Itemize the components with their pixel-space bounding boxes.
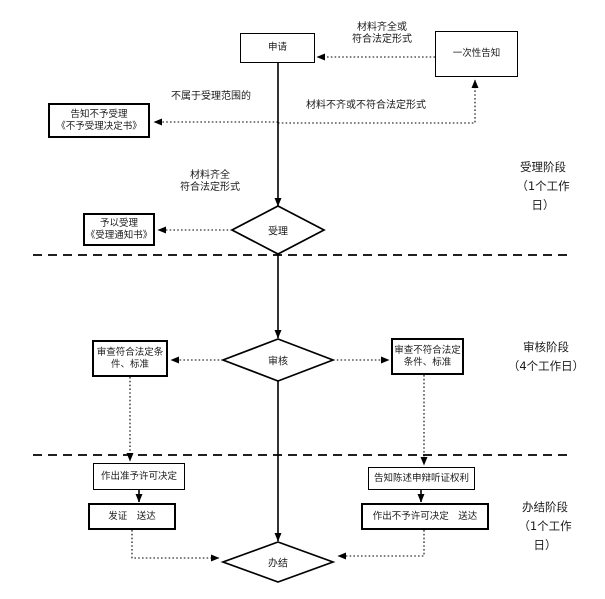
review-pass-line1: 审查符合法定条 [96, 346, 164, 358]
grant-decision-box: 作出准予许可决定 [93, 463, 185, 490]
review-pass-line2: 件、标准 [110, 358, 149, 370]
audit-diamond [220, 338, 336, 382]
grant-decision-label: 作出准予许可决定 [100, 470, 177, 482]
inform-rights-label: 告知陈述申辩听证权利 [373, 472, 469, 484]
issue-deliver-box: 发证 送达 [88, 503, 176, 530]
edge-issue-to-complete [131, 530, 220, 562]
reject-notice-line2: 《不予受理决定书》 [56, 120, 142, 132]
materials-complete-or-line1: 材料齐全或 [357, 22, 407, 33]
accept-diamond [230, 205, 326, 255]
inform-rights-box: 告知陈述申辩听证权利 [368, 467, 475, 490]
one-time-notice-label: 一次性告知 [452, 48, 501, 59]
stage-audit-line2: （4个工作日） [507, 359, 585, 373]
accept-notice-box: 予以受理 《受理通知书》 [83, 213, 155, 246]
complete-diamond-label: 办结 [268, 558, 288, 570]
deny-decision-box: 作出不予许可决定 送达 [361, 503, 489, 530]
apply-label: 申请 [267, 42, 287, 53]
edge-label-materials-complete-or: 材料齐全或 符合法定形式 [338, 22, 426, 45]
review-pass-box: 审查符合法定条 件、标准 [92, 340, 168, 377]
stage-label-completion: 办结阶段 （1个工作 日） [500, 498, 590, 555]
materials-complete-line2: 符合法定形式 [180, 181, 240, 193]
stage-label-audit: 审核阶段 （4个工作日） [498, 338, 594, 376]
stage-acceptance-line3: 日） [531, 198, 555, 212]
issue-deliver-label: 发证 送达 [108, 510, 156, 522]
review-fail-line2: 条件、标准 [403, 356, 452, 368]
stage-completion-line1: 办结阶段 [522, 500, 568, 514]
reject-notice-box: 告知不予受理 《不予受理决定书》 [48, 103, 150, 138]
materials-complete-line1: 材料齐全 [190, 170, 230, 181]
stage-acceptance-line1: 受理阶段 [520, 160, 566, 174]
materials-complete-or-line2: 符合法定形式 [352, 33, 412, 45]
stage-audit-line1: 审核阶段 [523, 340, 569, 354]
edge-deny-to-complete [337, 530, 425, 560]
stage-acceptance-line2: （1个工作 [516, 179, 570, 193]
edge-label-materials-incomplete: 材料不齐或不符合法定形式 [306, 100, 426, 111]
edge-branch-to-notice [278, 79, 479, 124]
apply-box: 申请 [240, 33, 315, 63]
complete-diamond [220, 541, 336, 583]
stage-label-acceptance: 受理阶段 （1个工作 日） [498, 158, 588, 215]
accept-notice-line2: 《受理通知书》 [85, 229, 153, 241]
reject-notice-line1: 告知不予受理 [70, 108, 128, 120]
edge-label-out-of-scope: 不属于受理范围的 [171, 91, 251, 102]
deny-decision-label: 作出不予许可决定 送达 [372, 510, 478, 522]
stage-completion-line2: （1个工作 [518, 519, 572, 533]
one-time-notice-box: 一次性告知 [435, 31, 518, 77]
review-fail-line1: 审查不符合法定 [394, 344, 461, 356]
accept-diamond-label: 受理 [268, 226, 288, 238]
review-fail-box: 审查不符合法定 条件、标准 [391, 338, 464, 375]
stage-completion-line3: 日） [533, 538, 557, 552]
accept-notice-line1: 予以受理 [99, 217, 138, 229]
audit-diamond-label: 审核 [268, 356, 288, 368]
edge-label-materials-complete: 材料齐全 符合法定形式 [178, 170, 242, 193]
